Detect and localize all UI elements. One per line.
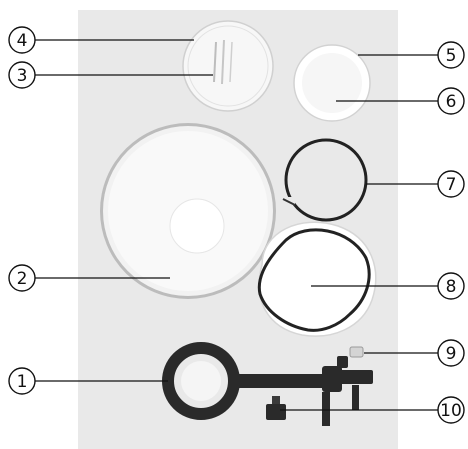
grid-disc-icon [182,20,274,112]
mesh-sock-diffuser-icon [257,221,377,337]
callout-number-3: 3 [17,66,28,86]
callout-number-4: 4 [17,31,28,51]
callout-number-1: 1 [17,372,28,392]
callout-circle-5 [437,41,465,69]
clamp-knob-icon [266,396,286,420]
callout-number-9: 9 [446,344,457,364]
thumb-screw-icon [349,346,364,358]
callout-circle-9 [437,339,465,367]
callout-number-6: 6 [446,92,457,112]
callout-number-10: 10 [440,401,462,421]
diffuser-disc-icon [293,44,371,122]
callout-number-5: 5 [446,46,457,66]
callout-number-2: 2 [17,269,28,289]
callout-circle-8 [437,272,465,300]
callout-circle-1 [8,367,36,395]
beauty-dish-reflector-icon [100,123,276,299]
callout-circle-10 [437,396,465,424]
callout-circle-7 [437,170,465,198]
callout-group: 1 2 3 4 5 6 7 8 9 10 [8,26,465,424]
callout-circle-3 [8,61,36,89]
callout-circle-6 [437,87,465,115]
callout-circle-2 [8,264,36,292]
callout-number-7: 7 [446,175,457,195]
callout-number-8: 8 [446,277,457,297]
retaining-ring-icon [282,138,368,222]
callout-circle-4 [8,26,36,54]
